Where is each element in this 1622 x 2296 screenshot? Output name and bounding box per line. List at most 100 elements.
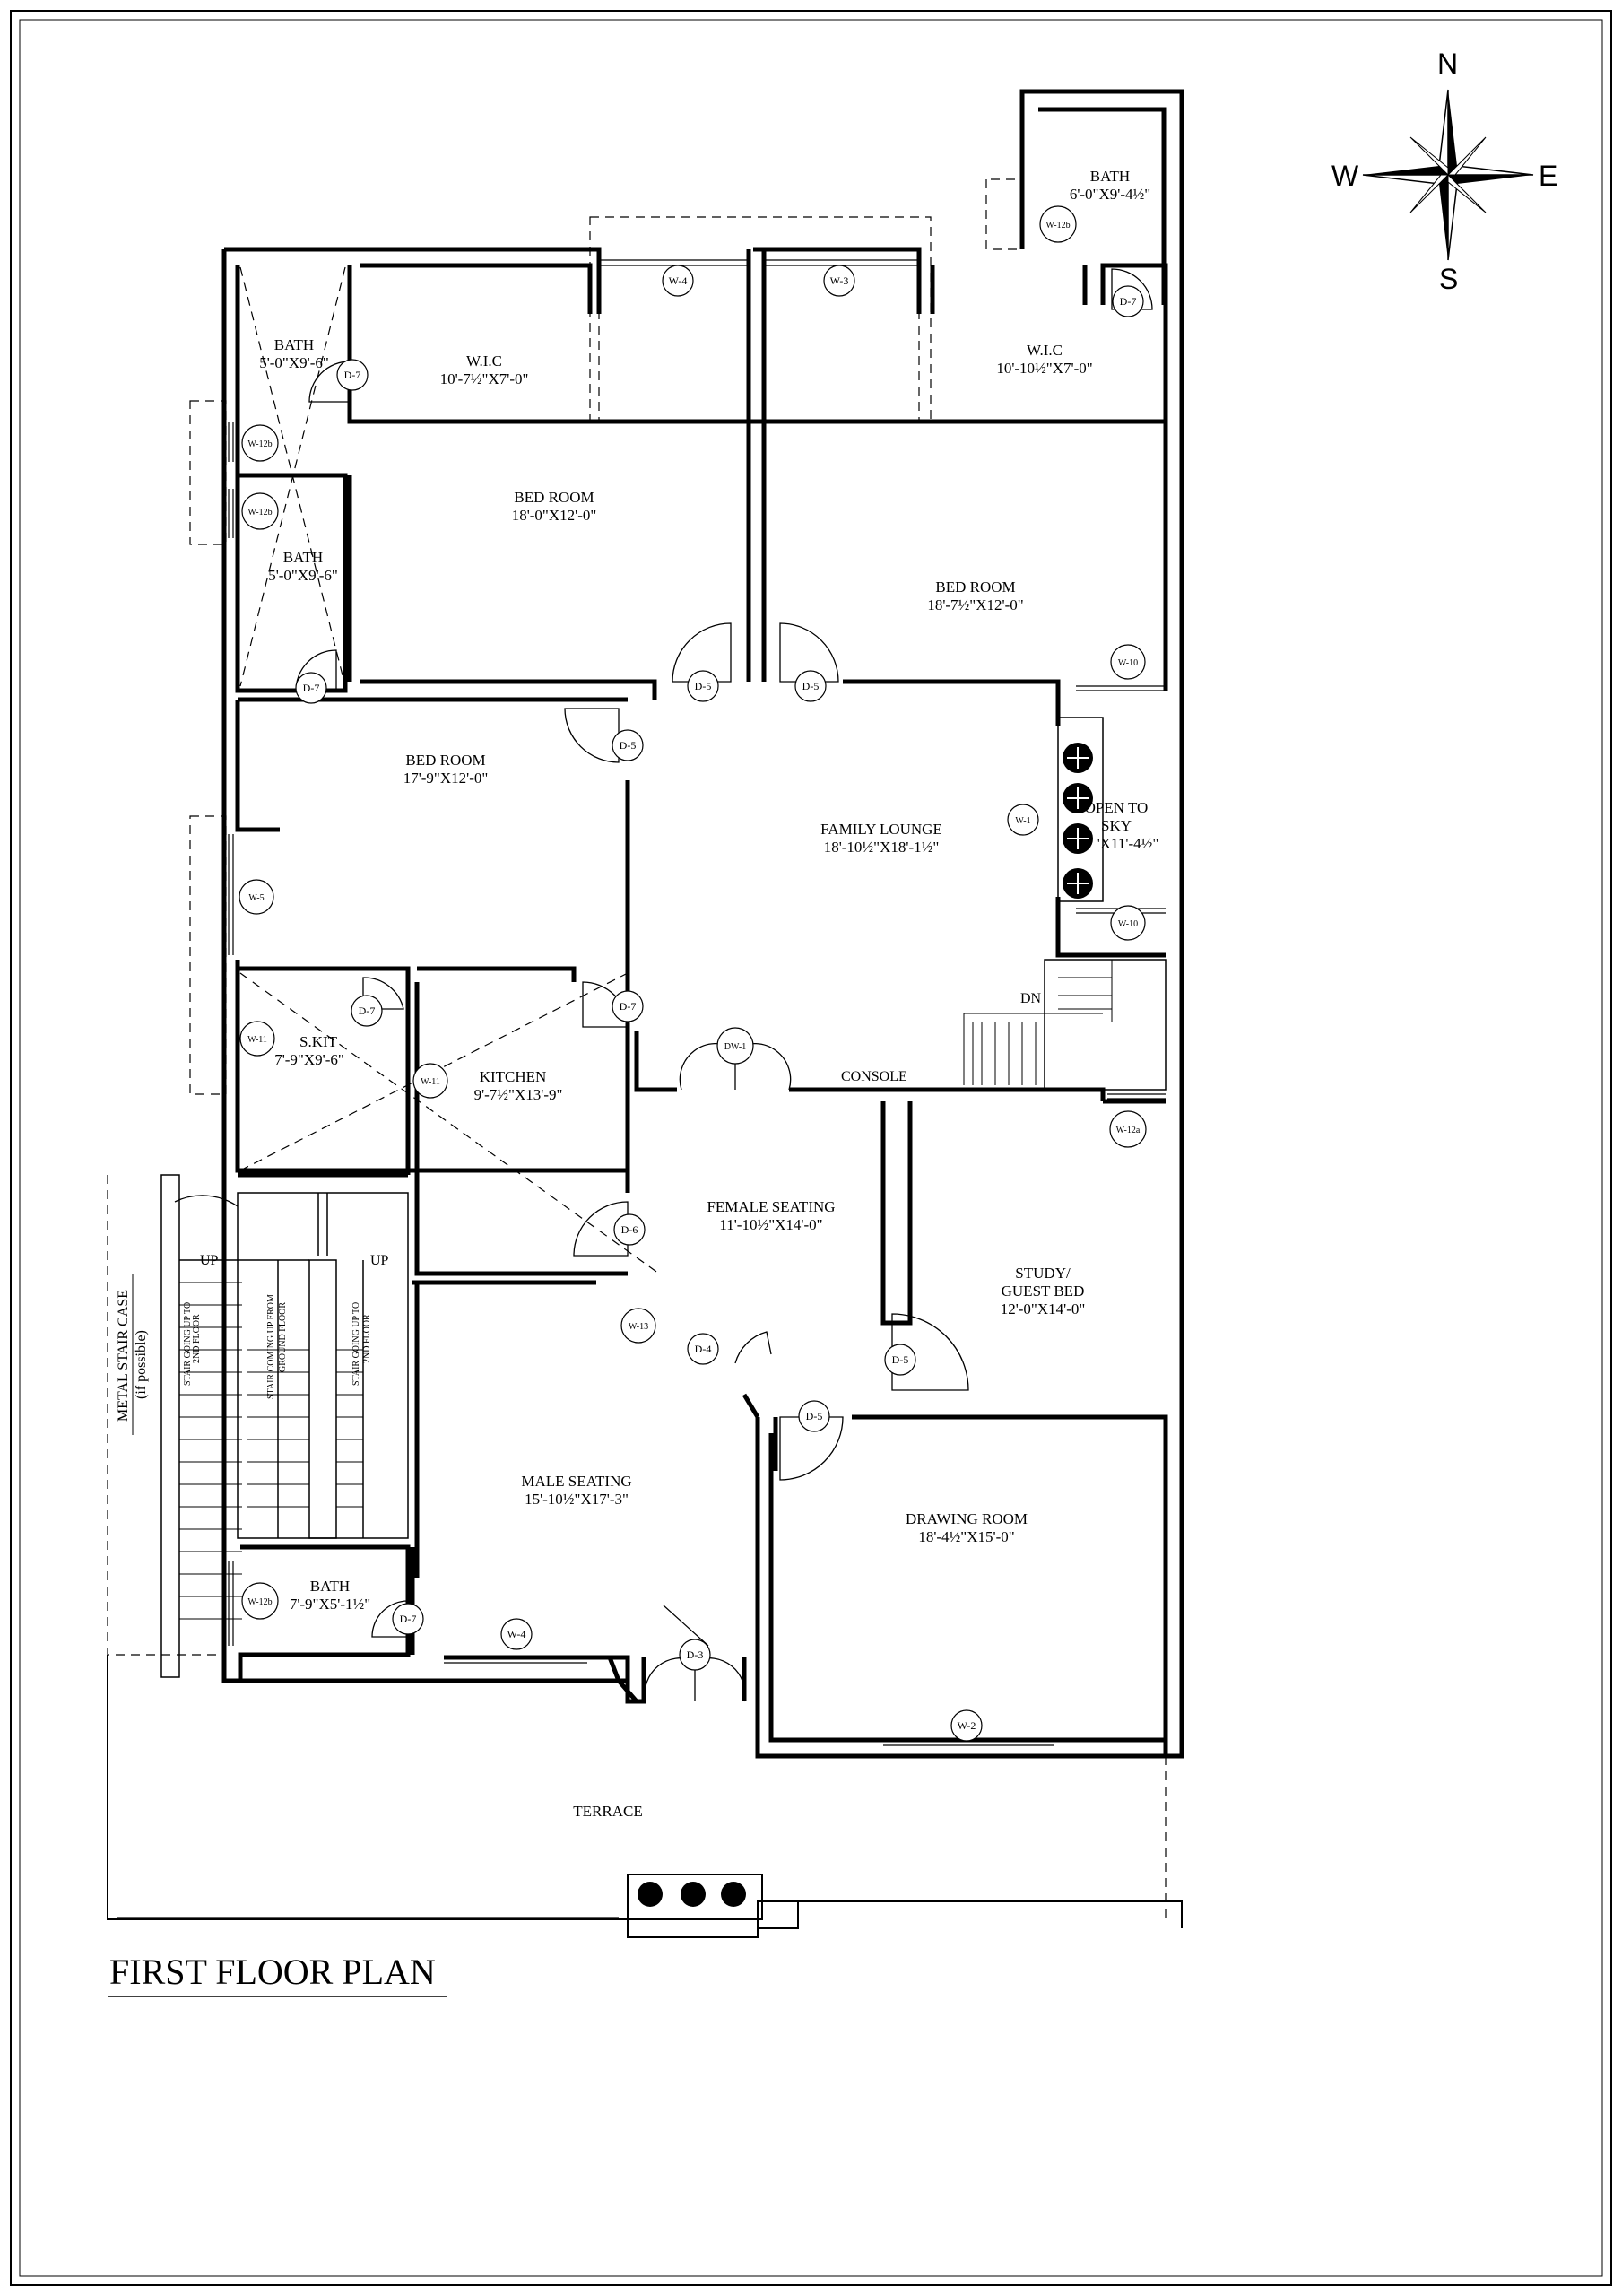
walls bbox=[221, 89, 1184, 1759]
tag-d4: D-4 bbox=[695, 1343, 712, 1355]
plant-icons bbox=[638, 743, 1093, 1907]
stair-notes: STAIR GOING UP TO 2ND FLOOR STAIR COMING… bbox=[183, 1294, 372, 1399]
open-to-sky-planter bbox=[1057, 717, 1104, 902]
stair-note-up-right-2: 2ND FLOOR bbox=[362, 1314, 372, 1363]
label-console: CONSOLE bbox=[841, 1069, 907, 1084]
room-open-sky-name: OPEN TO bbox=[1085, 799, 1149, 816]
door-swings bbox=[174, 268, 1153, 1702]
tag-d3: D-3 bbox=[687, 1648, 704, 1661]
room-wic-right-size: 10'-10½"X7'-0" bbox=[996, 360, 1092, 377]
label-up-right: UP bbox=[370, 1253, 389, 1268]
tag-d6: D-6 bbox=[621, 1223, 638, 1236]
tag-d7-skit: D-7 bbox=[359, 1004, 376, 1017]
label-metal-stair: METAL STAIR CASE bbox=[116, 1290, 131, 1422]
opening-tags bbox=[239, 205, 1147, 1742]
room-bath-sw-name: BATH bbox=[310, 1578, 350, 1595]
room-bath-sw-size: 7'-9"X5'-1½" bbox=[290, 1596, 370, 1613]
tag-w10-a: W-10 bbox=[1118, 658, 1138, 668]
room-bed-left-size: 17'-9"X12'-0" bbox=[403, 770, 489, 787]
compass-south: S bbox=[1439, 263, 1458, 295]
tag-d5-study: D-5 bbox=[892, 1353, 909, 1366]
room-study-name: STUDY/ bbox=[1015, 1265, 1071, 1282]
tag-w11-b: W-11 bbox=[421, 1077, 440, 1087]
label-dn: DN bbox=[1020, 991, 1042, 1006]
room-bed-right-name: BED ROOM bbox=[935, 578, 1015, 596]
room-open-sky-name2: SKY bbox=[1101, 817, 1132, 834]
tag-dw1: DW-1 bbox=[724, 1042, 746, 1052]
tag-d5-b: D-5 bbox=[802, 680, 820, 692]
tag-w1: W-1 bbox=[1015, 816, 1030, 826]
tag-d7-wic: D-7 bbox=[344, 369, 361, 381]
tag-d5-c: D-5 bbox=[620, 739, 637, 752]
label-up-left: UP bbox=[200, 1253, 219, 1268]
tag-w5: W-5 bbox=[248, 893, 264, 903]
tag-d7-sw: D-7 bbox=[400, 1613, 417, 1625]
room-wic-left-name: W.I.C bbox=[466, 352, 502, 370]
room-study-size: 12'-0"X14'-0" bbox=[1001, 1300, 1086, 1318]
tag-w13: W-13 bbox=[629, 1322, 648, 1332]
room-family-lounge-size: 18'-10½"X18'-1½" bbox=[824, 839, 940, 856]
label-metal-stair-note: (if possible) bbox=[134, 1330, 149, 1399]
room-bath-nw2-name: BATH bbox=[283, 549, 323, 566]
room-drawing-name: DRAWING ROOM bbox=[906, 1510, 1028, 1527]
tag-w10-b: W-10 bbox=[1118, 919, 1138, 929]
opening-tag-labels: W-4 W-3 W-12b D-7 D-7 W-12b W-12b D-7 D-… bbox=[247, 221, 1141, 1732]
stair-note-up-left-1: STAIR GOING UP TO bbox=[183, 1302, 193, 1386]
room-open-sky-size: 'X11'-4½" bbox=[1097, 835, 1159, 852]
tag-w12b-sw: W-12b bbox=[247, 1597, 272, 1607]
room-bed-right-size: 18'-7½"X12'-0" bbox=[927, 596, 1023, 613]
tag-w2: W-2 bbox=[958, 1719, 976, 1732]
room-bed-left-name: BED ROOM bbox=[405, 752, 485, 769]
room-female-name: FEMALE SEATING bbox=[707, 1198, 835, 1215]
plant-leaf-details bbox=[1067, 747, 1089, 894]
room-kitchen-name: KITCHEN bbox=[480, 1068, 547, 1085]
stair-note-ground-1: STAIR COMING UP FROM bbox=[266, 1294, 276, 1399]
room-bath-ne-size: 6'-0"X9'-4½" bbox=[1070, 186, 1150, 203]
room-male-size: 15'-10½"X17'-3" bbox=[525, 1491, 629, 1508]
room-bath-ne-name: BATH bbox=[1090, 168, 1130, 185]
tag-d7-bath2: D-7 bbox=[303, 682, 320, 694]
tag-d7-kit: D-7 bbox=[620, 1000, 637, 1013]
room-female-size: 11'-10½"X14'-0" bbox=[719, 1216, 822, 1233]
room-kitchen-size: 9'-7½"X13'-9" bbox=[474, 1086, 563, 1103]
compass-rose bbox=[1362, 89, 1534, 261]
tag-w4-top: W-4 bbox=[669, 274, 688, 287]
sheet-border-inner bbox=[19, 19, 1603, 2277]
compass-east: E bbox=[1539, 160, 1557, 192]
tag-w12b-2: W-12b bbox=[247, 508, 272, 517]
room-male-name: MALE SEATING bbox=[521, 1473, 631, 1490]
room-bed-center-name: BED ROOM bbox=[514, 489, 594, 506]
tag-w3: W-3 bbox=[830, 274, 849, 287]
stair-note-up-right-1: STAIR GOING UP TO bbox=[351, 1302, 361, 1386]
room-skit-name: S.KIT bbox=[299, 1033, 338, 1050]
room-labels: BATH 5'-0"X9'-6" W.I.C 10'-7½"X7'-0" BAT… bbox=[259, 168, 1158, 1820]
room-skit-size: 7'-9"X9'-6" bbox=[274, 1051, 344, 1068]
tag-w4-bottom: W-4 bbox=[507, 1628, 526, 1640]
room-bed-center-size: 18'-0"X12'-0" bbox=[512, 507, 597, 524]
tag-d5-draw: D-5 bbox=[806, 1410, 823, 1422]
room-bath-nw1-size: 5'-0"X9'-6" bbox=[259, 354, 329, 371]
room-family-lounge-name: FAMILY LOUNGE bbox=[820, 821, 942, 838]
compass-west: W bbox=[1331, 160, 1359, 192]
compass-north: N bbox=[1437, 48, 1458, 80]
staircase bbox=[160, 959, 1167, 1678]
stair-note-ground-2: GROUND FLOOR bbox=[278, 1302, 288, 1372]
terrace-boundary bbox=[107, 1655, 1183, 1938]
room-bath-nw2-size: 5'-0"X9'-6" bbox=[268, 567, 338, 584]
room-bath-nw1-name: BATH bbox=[274, 336, 314, 353]
tag-w12b-ne: W-12b bbox=[1045, 221, 1070, 230]
room-drawing-size: 18'-4½"X15'-0" bbox=[918, 1528, 1014, 1545]
tag-w12a: W-12a bbox=[1116, 1126, 1141, 1135]
tag-w11-a: W-11 bbox=[247, 1035, 267, 1045]
sheet-border-outer bbox=[10, 10, 1612, 2286]
stair-note-up-left-2: 2ND FLOOR bbox=[192, 1314, 202, 1363]
plan-title: FIRST FLOOR PLAN bbox=[109, 1952, 436, 1992]
room-study-name2: GUEST BED bbox=[1002, 1283, 1085, 1300]
room-wic-left-size: 10'-7½"X7'-0" bbox=[440, 370, 529, 387]
tag-w12b-1: W-12b bbox=[247, 439, 272, 449]
tag-d7-ne: D-7 bbox=[1120, 295, 1137, 308]
room-wic-right-name: W.I.C bbox=[1027, 342, 1063, 359]
tag-d5-a: D-5 bbox=[695, 680, 712, 692]
room-terrace-name: TERRACE bbox=[573, 1803, 642, 1820]
